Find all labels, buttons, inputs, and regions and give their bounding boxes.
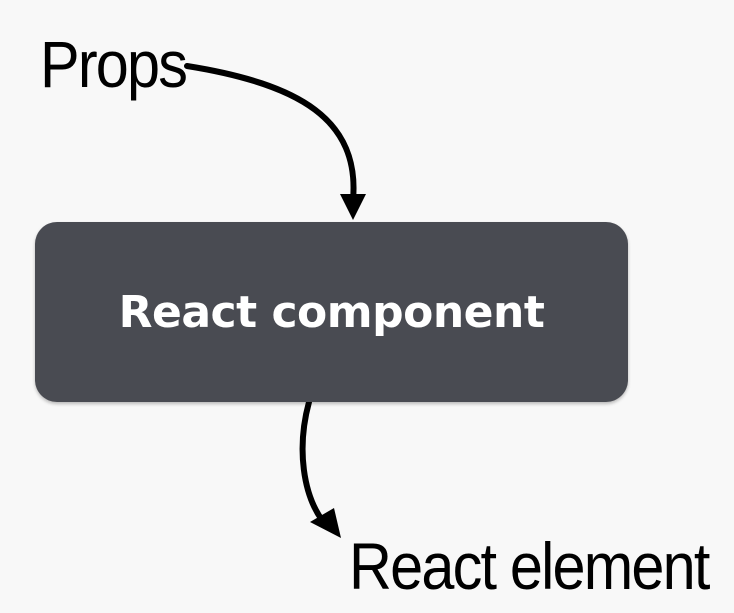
props-label: Props: [40, 27, 188, 101]
props-arrowhead: [340, 194, 366, 220]
element-arrowhead: [310, 508, 341, 538]
props-to-component-arrow: [184, 63, 357, 203]
react-component-label: React component: [118, 286, 545, 338]
component-to-element-arrow: [299, 399, 325, 523]
react-component-box: React component: [35, 222, 628, 402]
react-element-label: React element: [349, 529, 710, 603]
